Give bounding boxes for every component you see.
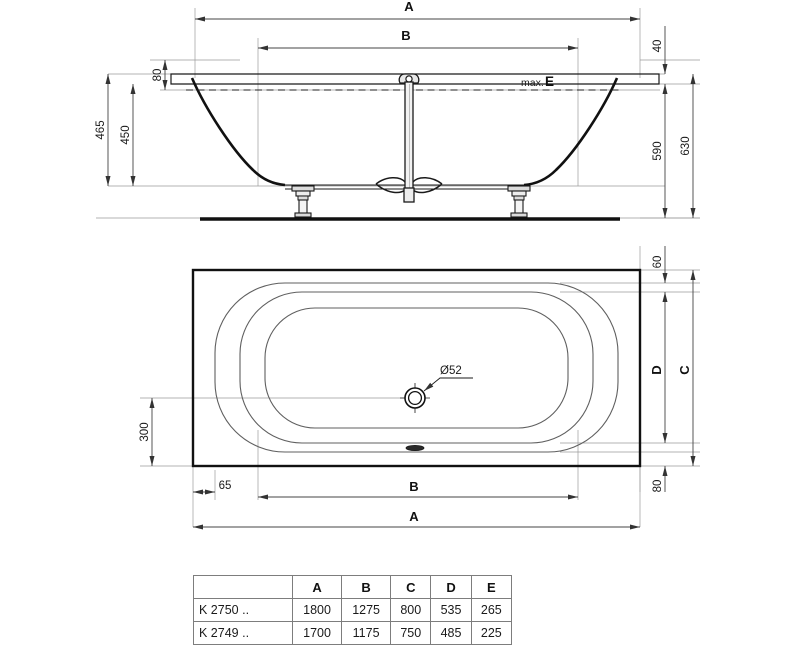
tub-wall-section	[190, 77, 619, 187]
dimension-300: 300	[139, 398, 155, 466]
dimension-C: C	[677, 270, 696, 466]
bath-outline-plan	[191, 268, 642, 468]
table-header-row: A B C D E	[193, 575, 513, 599]
bath-contour-outer	[214, 282, 619, 453]
dimension-590: 590	[652, 84, 668, 218]
dimension-label-C: C	[677, 365, 692, 375]
dimension-label-B-elevation: B	[401, 28, 410, 43]
elevation-extension-lines	[96, 8, 700, 219]
table-cell-B: 1175	[341, 621, 392, 645]
table-cell-model: K 2750 ..	[193, 598, 293, 622]
waste-slot-marker	[405, 444, 425, 451]
dimension-label-80-elevation: 80	[152, 69, 164, 82]
bath-contour-middle	[239, 291, 594, 444]
dimension-450: 450	[120, 84, 136, 186]
table-cell-C: 750	[390, 621, 432, 645]
table-header-B: B	[341, 575, 392, 599]
table-header-E: E	[470, 575, 513, 599]
table-cell-A: 1800	[291, 598, 343, 622]
max-E-label: max. E	[521, 74, 554, 89]
dimension-A-plan: A	[193, 509, 640, 530]
dimension-label-B-plan: B	[409, 479, 418, 494]
overflow-waste-assembly	[375, 73, 443, 203]
dimension-A-elevation: A	[195, 0, 640, 22]
dimension-80-elevation: 80	[152, 60, 168, 90]
tub-rim-profile	[170, 73, 660, 85]
elevation-view: A B m	[95, 0, 700, 221]
dimensions-table: A B C D E K 2750 .. 1800 1275 800 535 26…	[193, 575, 513, 645]
table-cell-D: 485	[430, 621, 472, 645]
dimension-65: 65	[193, 480, 232, 495]
dimension-label-65: 65	[219, 480, 232, 492]
table-header-C: C	[390, 575, 432, 599]
drain-diameter-label: Ø52	[440, 365, 462, 377]
dimension-label-A-elevation: A	[404, 0, 414, 14]
table-row: K 2749 .. 1700 1175 750 485 225	[193, 621, 513, 645]
dimension-label-450: 450	[120, 125, 132, 144]
dimension-label-80-plan: 80	[652, 480, 664, 493]
dimension-630: 630	[680, 74, 696, 218]
table-header-A: A	[291, 575, 343, 599]
dimension-B-plan: B	[258, 479, 578, 500]
max-E-letter: E	[545, 74, 554, 89]
table-header-model	[193, 575, 293, 599]
table-cell-A: 1700	[291, 621, 343, 645]
table-cell-B: 1275	[341, 598, 392, 622]
dimension-label-A-plan: A	[409, 509, 419, 524]
max-prefix-label: max.	[521, 77, 544, 89]
dimension-465: 465	[95, 74, 111, 186]
table-cell-E: 225	[470, 621, 513, 645]
table-cell-model: K 2749 ..	[193, 621, 293, 645]
dimension-label-590: 590	[652, 141, 664, 160]
table-cell-E: 265	[470, 598, 513, 622]
dimension-label-40: 40	[652, 40, 664, 53]
dimension-80-plan: 80	[652, 466, 668, 493]
dimension-label-465: 465	[95, 120, 107, 139]
support-foot-left	[291, 185, 315, 218]
dimension-label-300: 300	[139, 422, 151, 441]
drain-outlet	[400, 383, 430, 413]
plan-view: Ø52 300 65 B A	[139, 246, 700, 530]
table-header-D: D	[430, 575, 472, 599]
dimension-label-630: 630	[680, 136, 692, 155]
dimension-40: 40	[652, 26, 668, 74]
dimension-60: 60	[652, 246, 668, 283]
table-cell-D: 535	[430, 598, 472, 622]
drain-diameter-leader: Ø52	[423, 365, 473, 392]
dimension-B-elevation: B	[258, 28, 578, 51]
support-foot-right	[507, 185, 531, 218]
bath-contour-inner	[264, 307, 569, 429]
dimension-D: D	[649, 292, 668, 443]
table-row: K 2750 .. 1800 1275 800 535 265	[193, 598, 513, 622]
dimension-label-D: D	[649, 365, 664, 374]
table-cell-C: 800	[390, 598, 432, 622]
dimension-label-60: 60	[652, 256, 664, 269]
